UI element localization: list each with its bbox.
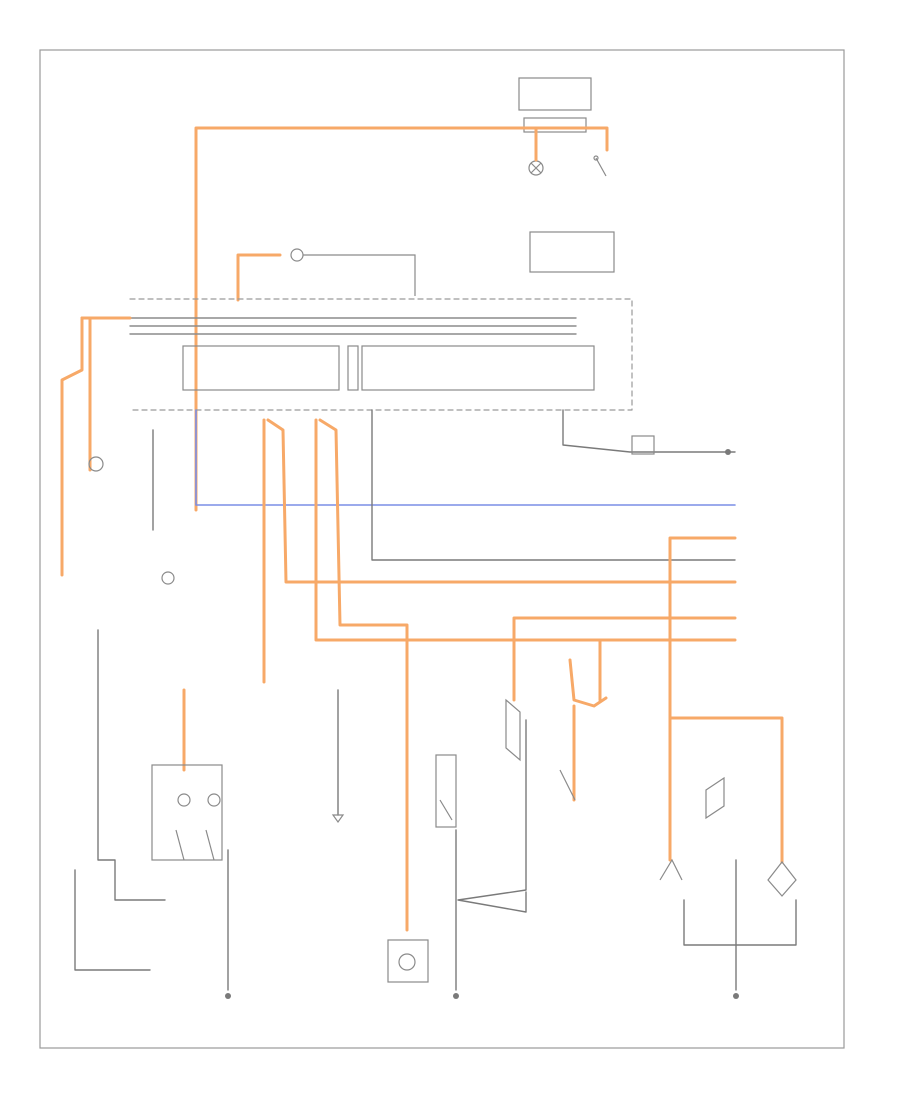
power-wire	[568, 658, 608, 708]
signal-wire	[195, 409, 736, 506]
power-wire	[314, 418, 737, 642]
switch-icon	[767, 861, 797, 897]
power-wire	[194, 126, 609, 512]
power-wire	[266, 418, 737, 584]
power-wire	[512, 616, 737, 702]
ground-icon	[453, 993, 459, 999]
ground-icon	[225, 993, 231, 999]
ground-icon	[733, 993, 739, 999]
module-icon	[529, 231, 615, 273]
power-wire	[598, 638, 610, 702]
switch-icon	[593, 155, 607, 177]
ground-wire	[74, 869, 151, 971]
fuse-box	[518, 77, 592, 133]
lamp-icon	[387, 939, 429, 983]
ground-wire	[683, 899, 797, 946]
lamp-icon	[161, 571, 175, 585]
power-wire	[318, 418, 409, 932]
switch-icon	[559, 769, 576, 801]
ground-wire	[97, 629, 166, 901]
lamp-icon	[290, 248, 416, 296]
switch-icon	[435, 754, 457, 828]
switch-icon	[705, 776, 725, 820]
ground-icon	[331, 814, 345, 824]
ground-wire	[562, 409, 736, 453]
lamp-icon	[88, 456, 104, 472]
switch-icon	[505, 698, 521, 762]
connector-icon	[631, 435, 655, 455]
control-module	[129, 298, 633, 411]
ground-wire	[371, 409, 736, 561]
ground-wire	[457, 719, 527, 913]
power-wire	[236, 253, 282, 302]
switch-icon	[659, 858, 683, 881]
power-wire	[668, 716, 784, 864]
ground-icon	[725, 449, 731, 455]
power-wire	[668, 536, 737, 862]
power-wire	[60, 316, 84, 577]
lamp-icon	[528, 160, 544, 176]
page-frame	[39, 49, 845, 1049]
switch-module-left	[151, 688, 231, 999]
